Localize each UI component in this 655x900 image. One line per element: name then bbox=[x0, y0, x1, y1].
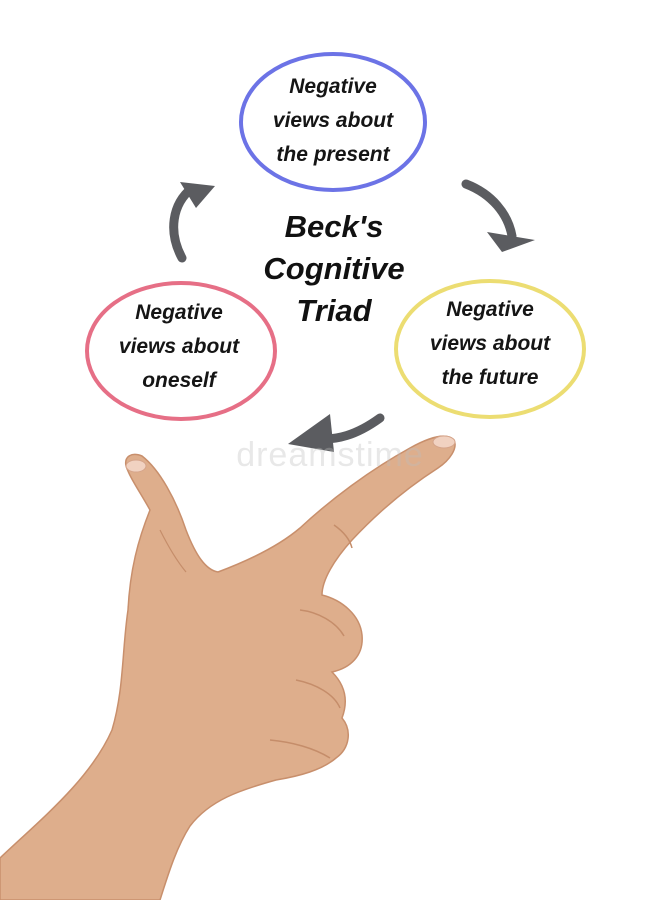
node-line: views about bbox=[272, 109, 394, 132]
node-ellipse-present bbox=[239, 52, 427, 192]
node-line: views about bbox=[429, 332, 551, 355]
node-ellipse-oneself bbox=[85, 281, 277, 421]
node-line: oneself bbox=[142, 369, 216, 392]
node-line: Negative bbox=[135, 301, 223, 324]
node-line: the future bbox=[441, 366, 539, 389]
arrow-future-to-oneself-icon bbox=[288, 413, 385, 452]
title-line: Triad bbox=[296, 293, 372, 328]
arrow-present-to-future-icon bbox=[461, 179, 535, 252]
node-present-text: Negative views about the present bbox=[248, 70, 418, 172]
diagram-title: Beck's Cognitive Triad bbox=[234, 206, 434, 332]
arrow-oneself-to-present-icon bbox=[169, 182, 215, 263]
node-ellipse-future bbox=[394, 279, 586, 419]
watermark-text: dreamstime bbox=[236, 436, 424, 474]
node-line: the present bbox=[276, 143, 390, 166]
node-line: Negative bbox=[289, 75, 377, 98]
node-oneself-text: Negative views about oneself bbox=[94, 296, 264, 398]
node-future-text: Negative views about the future bbox=[405, 293, 575, 395]
pointing-hand-illustration bbox=[0, 435, 456, 900]
title-line: Beck's bbox=[284, 209, 384, 244]
node-line: Negative bbox=[446, 298, 534, 321]
title-line: Cognitive bbox=[263, 251, 405, 286]
node-line: views about bbox=[118, 335, 240, 358]
